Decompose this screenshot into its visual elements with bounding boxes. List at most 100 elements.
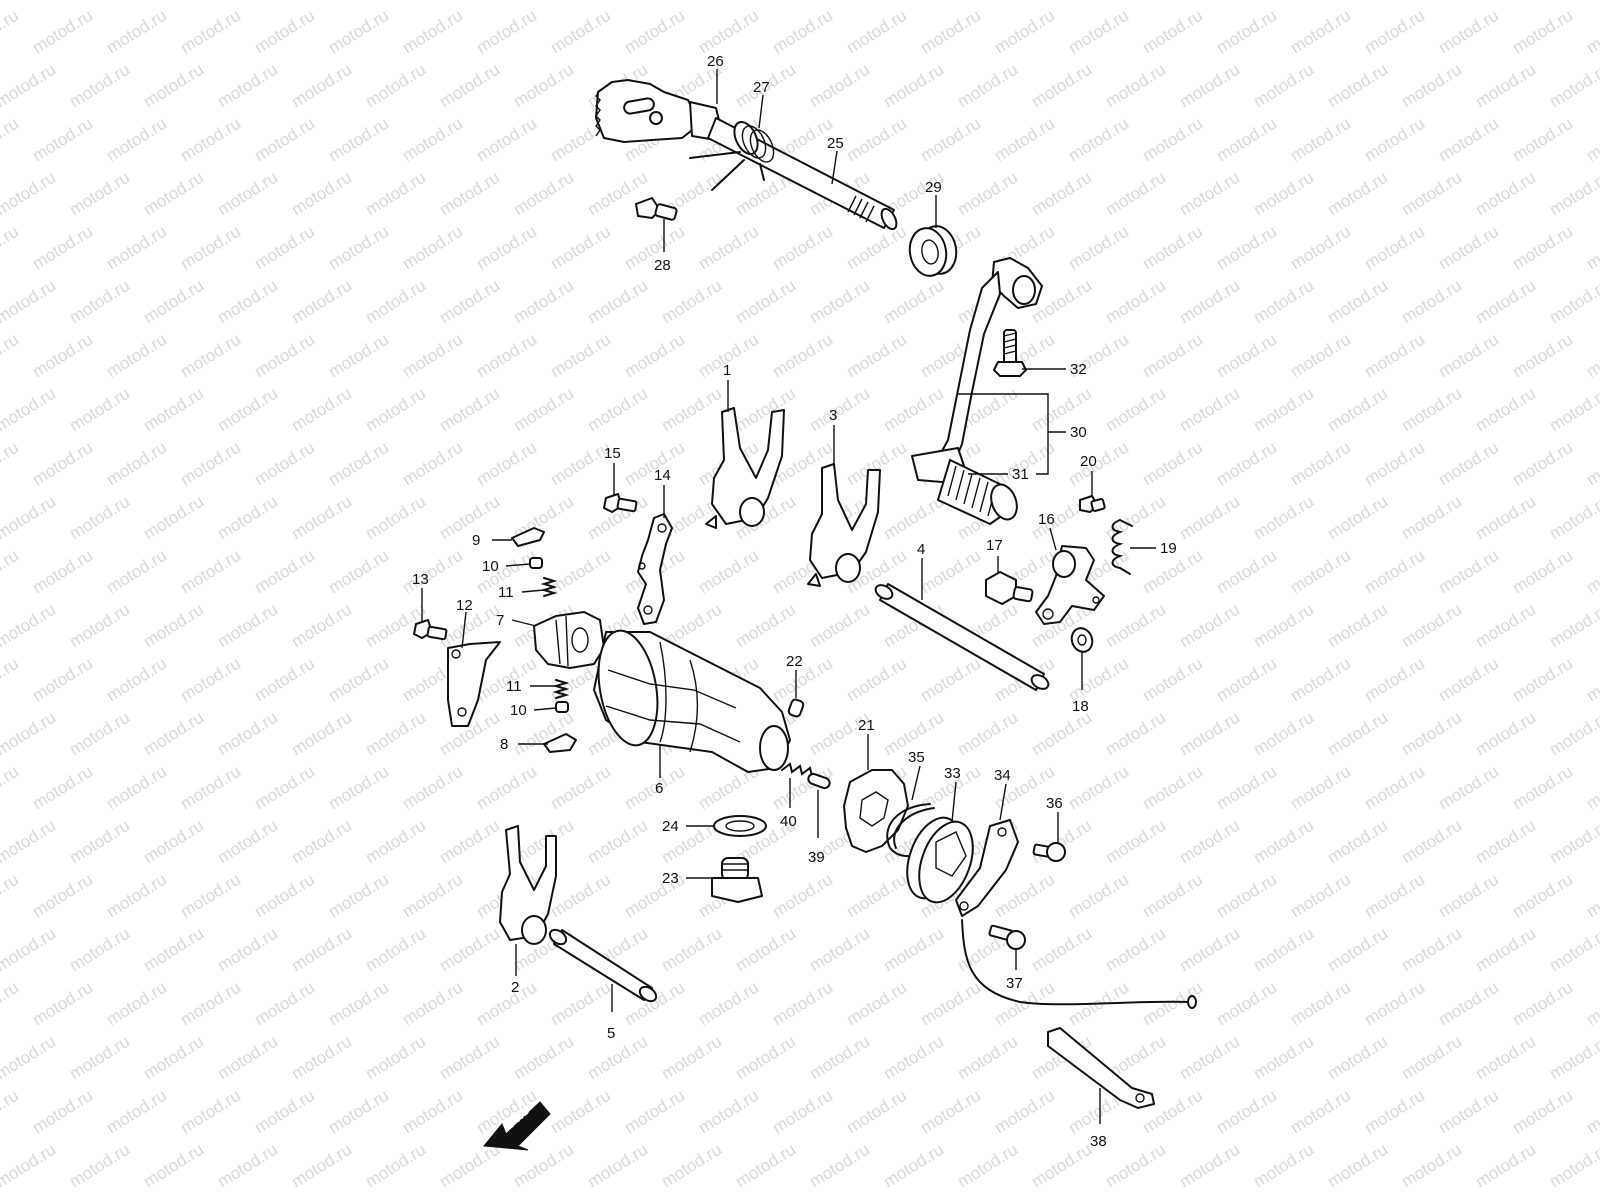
callout-34: 34 [994, 767, 1011, 821]
watermark-text: motod.ru [1361, 222, 1428, 274]
watermark-text: motod.ru [510, 60, 577, 112]
watermark-text: motod.ru [547, 1086, 614, 1138]
watermark-text: motod.ru [0, 222, 22, 274]
watermark-text: motod.ru [1361, 114, 1428, 166]
callout-label: 27 [753, 79, 770, 96]
watermark-text: motod.ru [621, 1086, 688, 1138]
watermark-text: motod.ru [843, 114, 910, 166]
watermark-text: motod.ru [177, 870, 244, 922]
watermark-text: motod.ru [288, 816, 355, 868]
part-screw-15 [603, 493, 638, 513]
watermark-text: motod.ru [103, 1086, 170, 1138]
watermark-text: motod.ru [1435, 114, 1502, 166]
watermark-text: motod.ru [103, 978, 170, 1030]
watermark-text: motod.ru [880, 276, 947, 328]
watermark-text: motod.ru [1250, 600, 1317, 652]
watermark-text: motod.ru [1546, 276, 1600, 328]
part-pin-39 [807, 772, 831, 790]
watermark-text: motod.ru [1435, 330, 1502, 382]
callout-31: 31 [968, 466, 1029, 483]
callout-28: 28 [654, 219, 671, 274]
watermark-text: motod.ru [1509, 870, 1576, 922]
watermark-text: motod.ru [1139, 114, 1206, 166]
watermark-text: motod.ru [1213, 762, 1280, 814]
watermark-text: motod.ru [66, 1140, 133, 1192]
watermark-text: motod.ru [1213, 546, 1280, 598]
callout-label: 31 [1012, 466, 1029, 483]
watermark-text: motod.ru [1176, 60, 1243, 112]
watermark-text: motod.ru [806, 1140, 873, 1192]
watermark-text: motod.ru [1102, 168, 1169, 220]
watermark-text: motod.ru [1324, 60, 1391, 112]
watermark-text: motod.ru [29, 978, 96, 1030]
part-screw-37 [988, 924, 1026, 950]
watermark-text: motod.ru [769, 330, 836, 382]
watermark-text: motod.ru [695, 222, 762, 274]
part-spring-19 [1111, 519, 1133, 575]
watermark-text: motod.ru [0, 168, 59, 220]
watermark-text: motod.ru [806, 384, 873, 436]
watermark-text: motod.ru [1472, 384, 1539, 436]
watermark-text: motod.ru [1176, 492, 1243, 544]
watermark-text: motod.ru [1028, 0, 1095, 3]
callout-17: 17 [986, 537, 1003, 574]
watermark-text: motod.ru [0, 114, 22, 166]
watermark-text: motod.ru [103, 114, 170, 166]
watermark-text: motod.ru [177, 654, 244, 706]
watermark-text: motod.ru [1250, 384, 1317, 436]
watermark-text: motod.ru [362, 816, 429, 868]
callout-label: 1 [723, 362, 731, 379]
callout-10-lower: 10 [510, 702, 557, 719]
callout-4: 4 [917, 541, 925, 600]
part-screw-36 [1032, 842, 1066, 862]
watermark-text: motod.ru [1472, 60, 1539, 112]
watermark-text: motod.ru [1213, 222, 1280, 274]
watermark-text: motod.ru [1509, 6, 1576, 58]
watermark-text: motod.ru [177, 438, 244, 490]
watermark-text: motod.ru [1546, 1140, 1600, 1192]
watermark-text: motod.ru [1065, 222, 1132, 274]
callout-26: 26 [707, 53, 724, 104]
callout-38: 38 [1090, 1088, 1107, 1150]
callout-label: 21 [858, 717, 875, 734]
watermark-text: motod.ru [0, 6, 22, 58]
watermark-text: motod.ru [362, 384, 429, 436]
watermark-text: motod.ru [1139, 870, 1206, 922]
watermark-text: motod.ru [1176, 924, 1243, 976]
part-wire-lead [961, 919, 1197, 1009]
watermark-text: motod.ru [806, 924, 873, 976]
watermark-text: motod.ru [1361, 978, 1428, 1030]
part-washer [1070, 627, 1094, 653]
watermark-text: motod.ru [0, 60, 59, 112]
watermark-text: motod.ru [325, 762, 392, 814]
watermark-text: motod.ru [29, 654, 96, 706]
watermark-text: motod.ru [1509, 1086, 1576, 1138]
watermark-text: motod.ru [1546, 0, 1600, 3]
part-plug [711, 857, 763, 903]
watermark-text: motod.ru [806, 0, 873, 3]
watermark-text: motod.ru [288, 384, 355, 436]
watermark-text: motod.ru [1435, 978, 1502, 1030]
part-o-ring [713, 815, 767, 837]
callout-label: 34 [994, 767, 1011, 784]
watermark-text: motod.ru [473, 6, 540, 58]
watermark-text: motod.ru [103, 222, 170, 274]
watermark-text: motod.ru [769, 870, 836, 922]
watermark-text: motod.ru [0, 762, 22, 814]
watermark-text: motod.ru [214, 1032, 281, 1084]
callout-6: 6 [655, 744, 663, 797]
watermark-text: motod.ru [1102, 384, 1169, 436]
watermark-text: motod.ru [1546, 816, 1600, 868]
watermark-text: motod.ru [0, 816, 59, 868]
watermark-text: motod.ru [1361, 330, 1428, 382]
watermark-text: motod.ru [66, 924, 133, 976]
watermark-text: motod.ru [695, 1086, 762, 1138]
watermark-text: motod.ru [214, 384, 281, 436]
callout-36: 36 [1046, 795, 1063, 842]
callout-33: 33 [944, 765, 961, 823]
watermark-text: motod.ru [732, 1032, 799, 1084]
watermark-text: motod.ru [0, 708, 59, 760]
callout-label: 10 [510, 702, 527, 719]
watermark-text: motod.ru [547, 330, 614, 382]
callout-39: 39 [808, 790, 825, 866]
